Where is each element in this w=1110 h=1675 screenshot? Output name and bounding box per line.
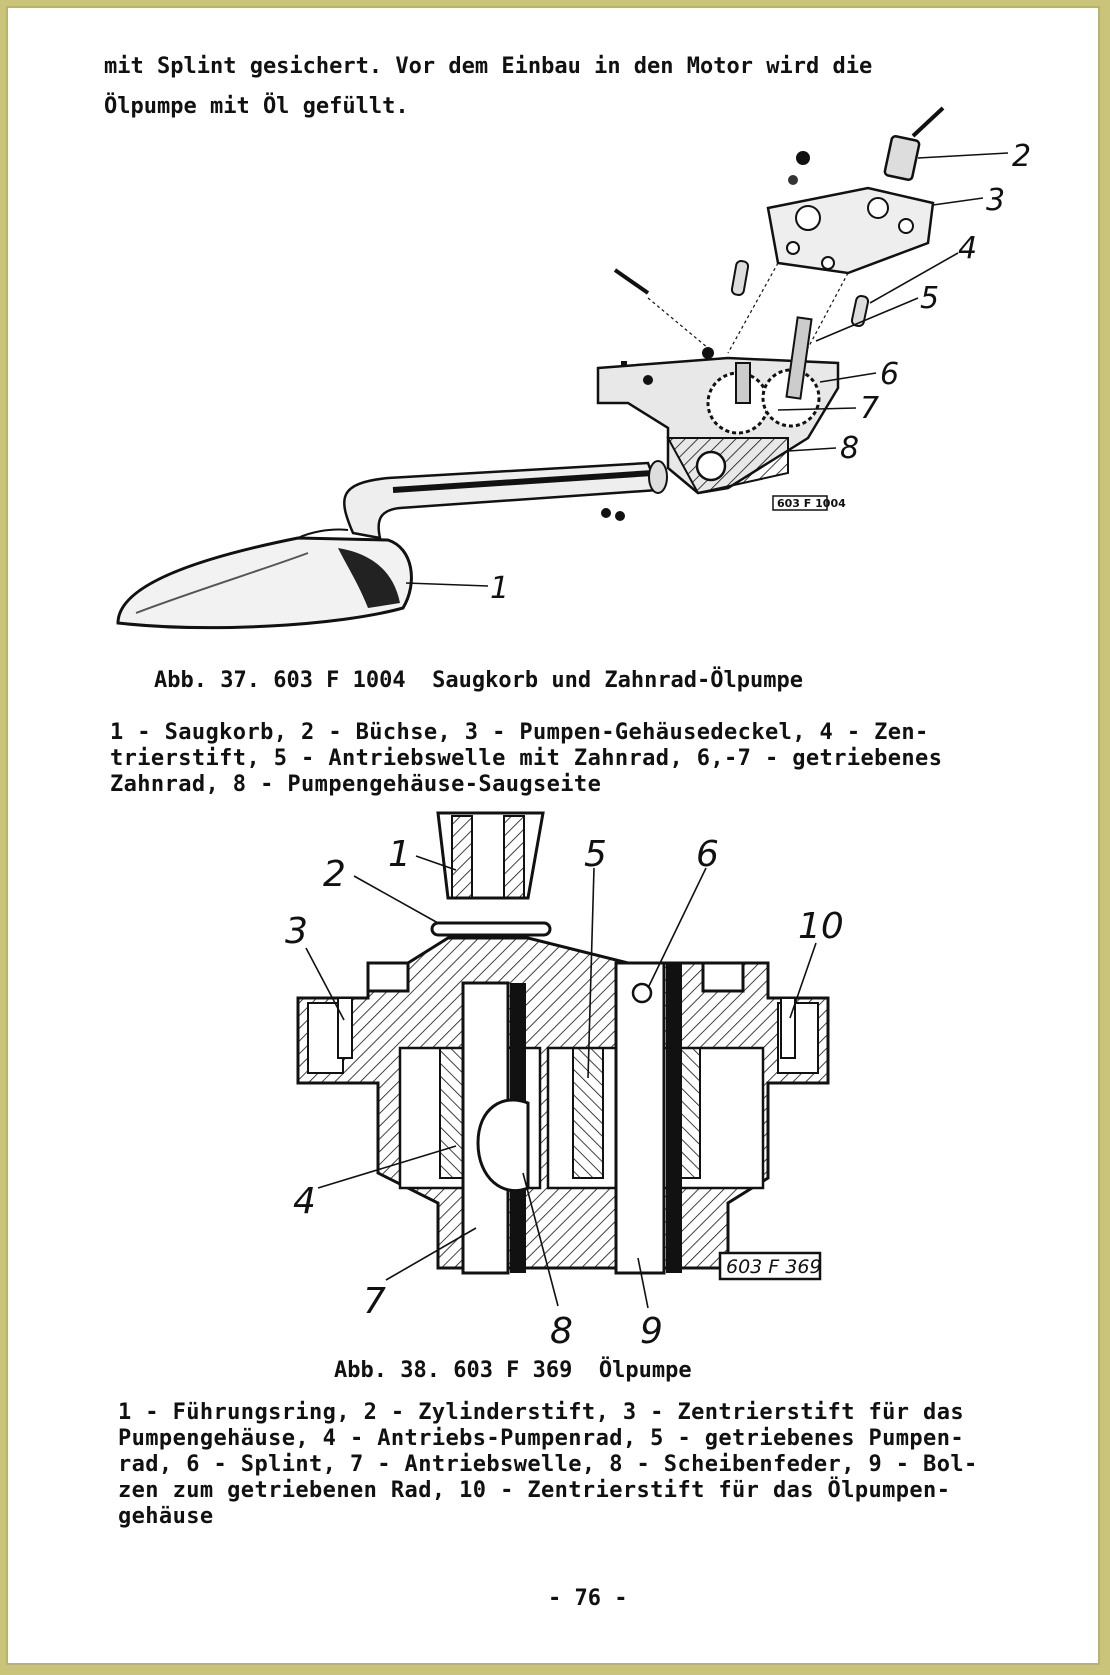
- fig37-label-4: 4: [958, 231, 977, 266]
- figure-37-legend-line-2: trierstift, 5 - Antriebswelle mit Zahnra…: [110, 746, 943, 771]
- fig38-ref-code: 603 F 369: [726, 1256, 822, 1278]
- fig38-label-8: 8: [550, 1311, 573, 1352]
- figure-38-legend-line-4: zen zum getriebenen Rad, 10 - Zentrierst…: [118, 1478, 951, 1503]
- fig38-label-9: 9: [640, 1311, 663, 1352]
- fig38-label-10: 10: [798, 906, 844, 947]
- document-page: mit Splint gesichert. Vor dem Einbau in …: [6, 6, 1100, 1665]
- fig38-label-4: 4: [293, 1181, 316, 1222]
- fig38-label-5: 5: [584, 834, 607, 875]
- fig38-label-7: 7: [363, 1281, 386, 1322]
- fig37-label-6: 6: [880, 357, 899, 392]
- suction-basket-drawing: [116, 460, 668, 630]
- figure-38-legend-line-3: rad, 6 - Splint, 7 - Antriebswelle, 8 - …: [118, 1452, 978, 1477]
- fig37-label-1: 1: [490, 571, 509, 606]
- cover-plate-drawing: [613, 106, 945, 354]
- fig38-ref-box: [718, 1251, 822, 1281]
- fig38-label-6: 6: [696, 834, 719, 875]
- figure-38-legend-line-1: 1 - Führungsring, 2 - Zylinderstift, 3 -…: [118, 1400, 964, 1425]
- figure-37-illustration: 1 2 3 4 5 6 7 8 603 F 1004: [116, 106, 1031, 1352]
- figure-37-legend-line-3: Zahnrad, 8 - Pumpengehäuse-Saugseite: [110, 772, 602, 797]
- figure-38-section-drawing: [296, 811, 830, 1275]
- figure-38-caption: Abb. 38. 603 F 369 Ölpumpe: [334, 1358, 692, 1383]
- fig37-label-5: 5: [920, 281, 939, 316]
- fig37-ref-box: [772, 495, 828, 511]
- intro-line-1: mit Splint gesichert. Vor dem Einbau in …: [104, 54, 873, 79]
- fig38-label-2: 2: [323, 854, 346, 895]
- fig37-label-7: 7: [860, 391, 879, 426]
- fig37-label-2: 2: [1012, 139, 1031, 174]
- figure-37-legend-line-1: 1 - Saugkorb, 2 - Büchse, 3 - Pumpen-Geh…: [110, 720, 929, 745]
- fig38-label-1: 1: [388, 834, 411, 875]
- figure-37-leader-lines: [405, 152, 1009, 587]
- figure-38-legend-line-5: gehäuse: [118, 1504, 214, 1529]
- pump-body-drawing: [596, 316, 840, 495]
- fig38-label-3: 3: [285, 911, 308, 952]
- fig37-ref-code: 603 F 1004: [777, 497, 846, 510]
- figure-38-legend-line-2: Pumpengehäuse, 4 - Antriebs-Pumpenrad, 5…: [118, 1426, 964, 1451]
- figure-38-leader-lines: [305, 855, 817, 1309]
- intro-line-2: Ölpumpe mit Öl gefüllt.: [104, 94, 409, 119]
- fig37-label-3: 3: [986, 183, 1005, 218]
- page-number: - 76 -: [548, 1586, 628, 1611]
- figure-37-caption: Abb. 37. 603 F 1004 Saugkorb und Zahnrad…: [154, 668, 804, 693]
- fig37-label-8: 8: [840, 431, 859, 466]
